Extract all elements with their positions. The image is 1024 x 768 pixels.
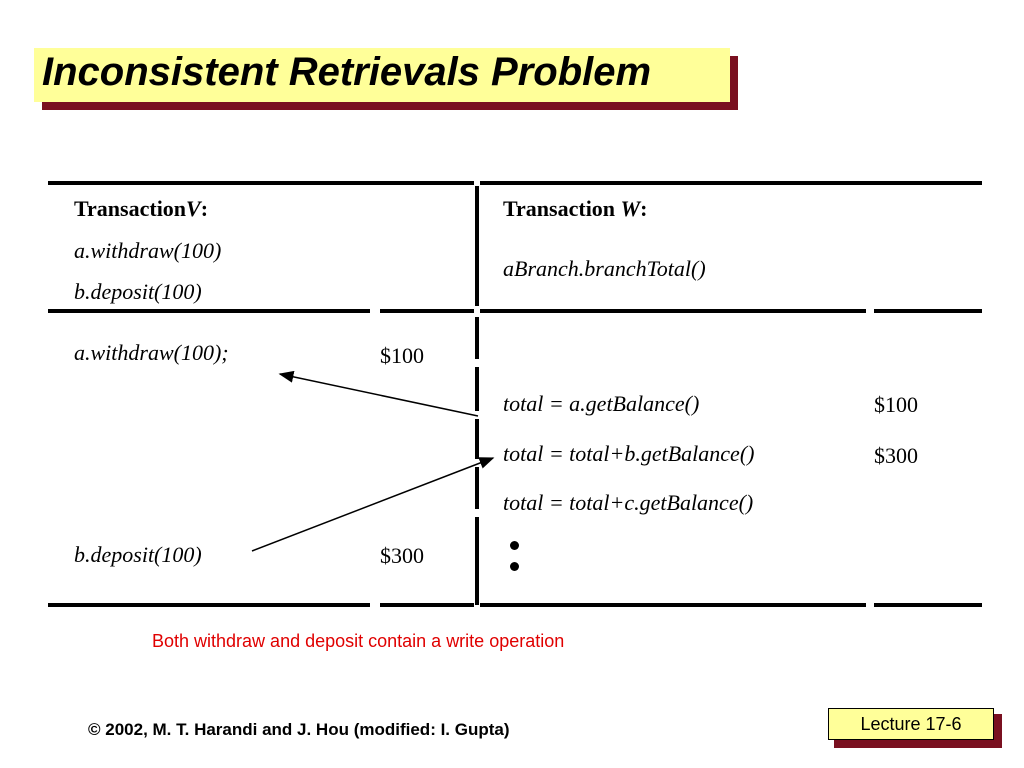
transaction-w-colon: : [640, 196, 648, 221]
table-bottom-rule-2 [380, 603, 474, 607]
table-mid-rule-4 [874, 309, 982, 313]
v-op-withdraw: a.withdraw(100) [74, 238, 222, 263]
table-mid-rule-3 [480, 309, 866, 313]
table-divider-6 [475, 517, 479, 605]
title-box [34, 48, 730, 102]
arrow-withdraw-to-get-a [278, 370, 479, 417]
lecture-badge: Lecture 17-6 [828, 708, 994, 740]
table-divider-2 [475, 317, 479, 359]
transaction-w-header: Transaction W: [503, 196, 647, 222]
w-step-get-b: total = total+b.getBalance() [503, 441, 755, 466]
table-mid-rule-2 [380, 309, 474, 313]
transaction-v-colon: : [200, 196, 209, 221]
table-bottom-rule-1 [48, 603, 370, 607]
v-step-deposit: b.deposit(100) [74, 542, 202, 567]
table-divider-4 [475, 419, 479, 459]
transaction-v-name: V [186, 196, 201, 221]
table-divider-5 [475, 467, 479, 509]
w-step-get-a: total = a.getBalance() [503, 391, 700, 416]
v-step-withdraw-value: $100 [380, 343, 424, 368]
w-step-get-b-value: $300 [874, 443, 918, 468]
table-top-rule-right [480, 181, 982, 185]
copyright-footer: © 2002, M. T. Harandi and J. Hou (modifi… [88, 720, 510, 739]
transaction-v-label: Transaction [74, 196, 187, 221]
write-operation-note: Both withdraw and deposit contain a writ… [152, 631, 565, 651]
w-step-get-c: total = total+c.getBalance() [503, 490, 754, 515]
table-top-rule-left [48, 181, 474, 185]
table-divider-1 [475, 186, 479, 306]
slide-title: Inconsistent Retrievals Problem [42, 50, 652, 94]
table-bottom-rule-4 [874, 603, 982, 607]
v-op-deposit: b.deposit(100) [74, 279, 202, 304]
table-bottom-rule-3 [480, 603, 866, 607]
v-step-deposit-value: $300 [380, 543, 424, 568]
ellipsis-dot-top [510, 541, 519, 550]
table-mid-rule-1 [48, 309, 370, 313]
table-divider-3 [475, 367, 479, 411]
arrow-deposit-to-get-b [251, 457, 495, 552]
transaction-w-label: Transaction [503, 196, 621, 221]
transaction-v-header: TransactionV: [74, 196, 208, 222]
v-step-withdraw: a.withdraw(100); [74, 340, 229, 365]
transaction-w-name: W [620, 196, 641, 221]
ellipsis-dot-bottom [510, 562, 519, 571]
w-op-branch-total: aBranch.branchTotal() [503, 256, 706, 281]
w-step-get-a-value: $100 [874, 392, 918, 417]
